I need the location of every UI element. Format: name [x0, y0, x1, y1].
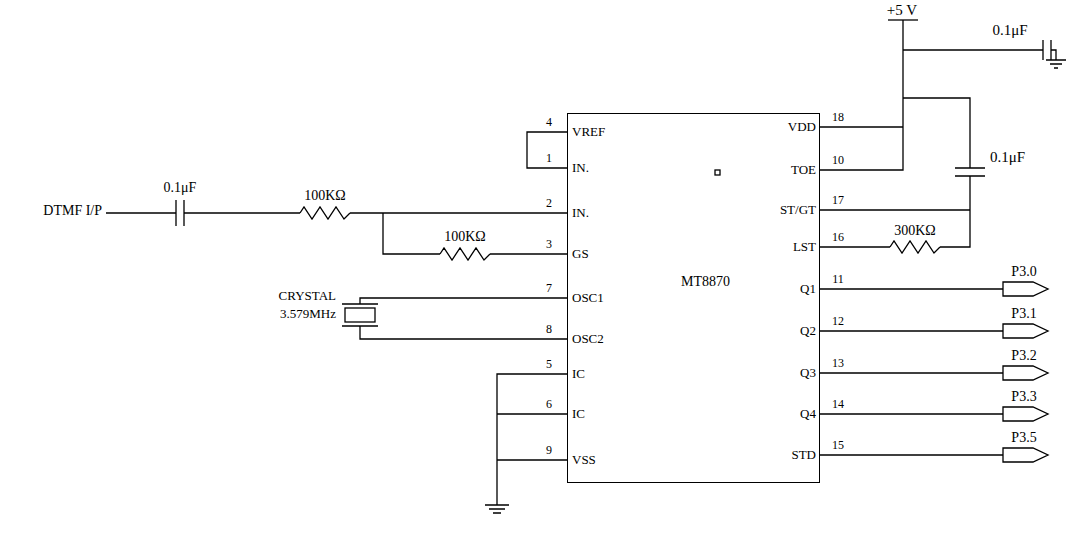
- chip-name: MT8870: [681, 274, 730, 289]
- capacitor-symbol: [176, 200, 184, 226]
- steering-wire: [903, 98, 970, 168]
- pin-name: IN.: [572, 206, 589, 220]
- pin-name: STD: [791, 448, 816, 462]
- ground-wire: [1051, 50, 1056, 60]
- pin-name: OSC2: [572, 332, 604, 346]
- resistor-value: 100KΩ: [444, 229, 486, 244]
- ic-chip: MT8870: [567, 113, 820, 483]
- pin-name: VSS: [572, 453, 596, 467]
- stgt-wire: [820, 209, 970, 210]
- pin-number: 2: [546, 197, 552, 210]
- pin-name: IC: [572, 407, 585, 421]
- signal-name: DTMF I/P: [43, 203, 102, 218]
- pin-name: GS: [572, 247, 589, 261]
- input-wire: [106, 212, 176, 213]
- vdd-wire: [820, 126, 903, 127]
- pin-name: VREF: [572, 125, 605, 139]
- port-symbol: [1003, 448, 1048, 462]
- port-name: P3.1: [1011, 306, 1036, 321]
- pin-name: IC: [572, 367, 585, 381]
- crystal-wire: [360, 298, 567, 304]
- ground-symbol: [1046, 60, 1066, 68]
- port-name: P3.2: [1011, 348, 1036, 363]
- pin-name: OSC1: [572, 291, 604, 305]
- pin-number: 1: [546, 152, 552, 165]
- pin-name: IN.: [572, 161, 589, 175]
- capacitor-symbol: [1043, 40, 1051, 60]
- pin-number: 15: [832, 439, 844, 452]
- port-name: P3.5: [1011, 430, 1036, 445]
- crystal-value: 3.579MHz: [280, 307, 336, 321]
- pin-number: 4: [546, 116, 552, 129]
- ground-wire: [497, 374, 567, 505]
- pin-number: 7: [546, 282, 552, 295]
- resistor-symbol: [300, 207, 350, 219]
- output-wire: [820, 289, 1003, 455]
- resistor-value: 300KΩ: [894, 223, 936, 238]
- pin-name: Q2: [800, 324, 816, 338]
- pin-name: VDD: [788, 120, 816, 134]
- supply-label: +5 V: [887, 2, 917, 19]
- pin-name: TOE: [791, 163, 816, 177]
- ground-symbol: [485, 505, 509, 513]
- capacitor-value: 0.1μF: [164, 180, 197, 195]
- steering-wire: [940, 176, 970, 247]
- port-symbol: [1003, 407, 1048, 421]
- pin-number: 9: [546, 444, 552, 457]
- pin-number: 16: [832, 231, 844, 244]
- crystal-symbol: [342, 304, 378, 326]
- pin-number: 6: [546, 398, 552, 411]
- capacitor-value: 0.1μF: [992, 22, 1027, 39]
- pin-number: 5: [546, 358, 552, 371]
- pin-number: 8: [546, 323, 552, 336]
- pin-name: ST/GT: [780, 203, 816, 217]
- pin-number: 12: [832, 315, 844, 328]
- resistor-value: 100KΩ: [304, 188, 346, 203]
- pin-number: 18: [832, 111, 844, 124]
- resistor-symbol: [440, 248, 490, 260]
- pin-number: 17: [832, 194, 844, 207]
- pin-number: 14: [832, 398, 844, 411]
- pin-name: Q1: [800, 282, 816, 296]
- input-wire: [184, 212, 300, 213]
- port-symbol: [1003, 324, 1048, 338]
- pin-name: LST: [793, 240, 816, 254]
- pin-number: 10: [832, 154, 844, 167]
- lst-wire: [820, 246, 890, 247]
- pin-name: Q3: [800, 366, 816, 380]
- supply-wire: [820, 20, 903, 170]
- feedback-wire: [527, 132, 567, 168]
- chip-mark: [715, 170, 720, 175]
- pin-number: 11: [832, 273, 844, 286]
- crystal-symbol: [345, 308, 375, 322]
- crystal-label: CRYSTAL: [279, 289, 336, 303]
- capacitor-value: 0.1μF: [990, 149, 1025, 166]
- resistor-symbol: [890, 241, 940, 253]
- gain-wire: [383, 213, 440, 254]
- pin-name: Q4: [800, 407, 816, 421]
- port-symbol: [1003, 366, 1048, 380]
- port-symbol: [1003, 282, 1048, 296]
- capacitor-wire: [903, 49, 1043, 50]
- pin-number: 3: [546, 238, 552, 251]
- pin-number: 13: [832, 357, 844, 370]
- port-name: P3.3: [1011, 389, 1036, 404]
- crystal-wire: [360, 326, 567, 339]
- capacitor-symbol: [955, 168, 985, 176]
- port-name: P3.0: [1011, 264, 1036, 279]
- gain-wire: [490, 253, 567, 254]
